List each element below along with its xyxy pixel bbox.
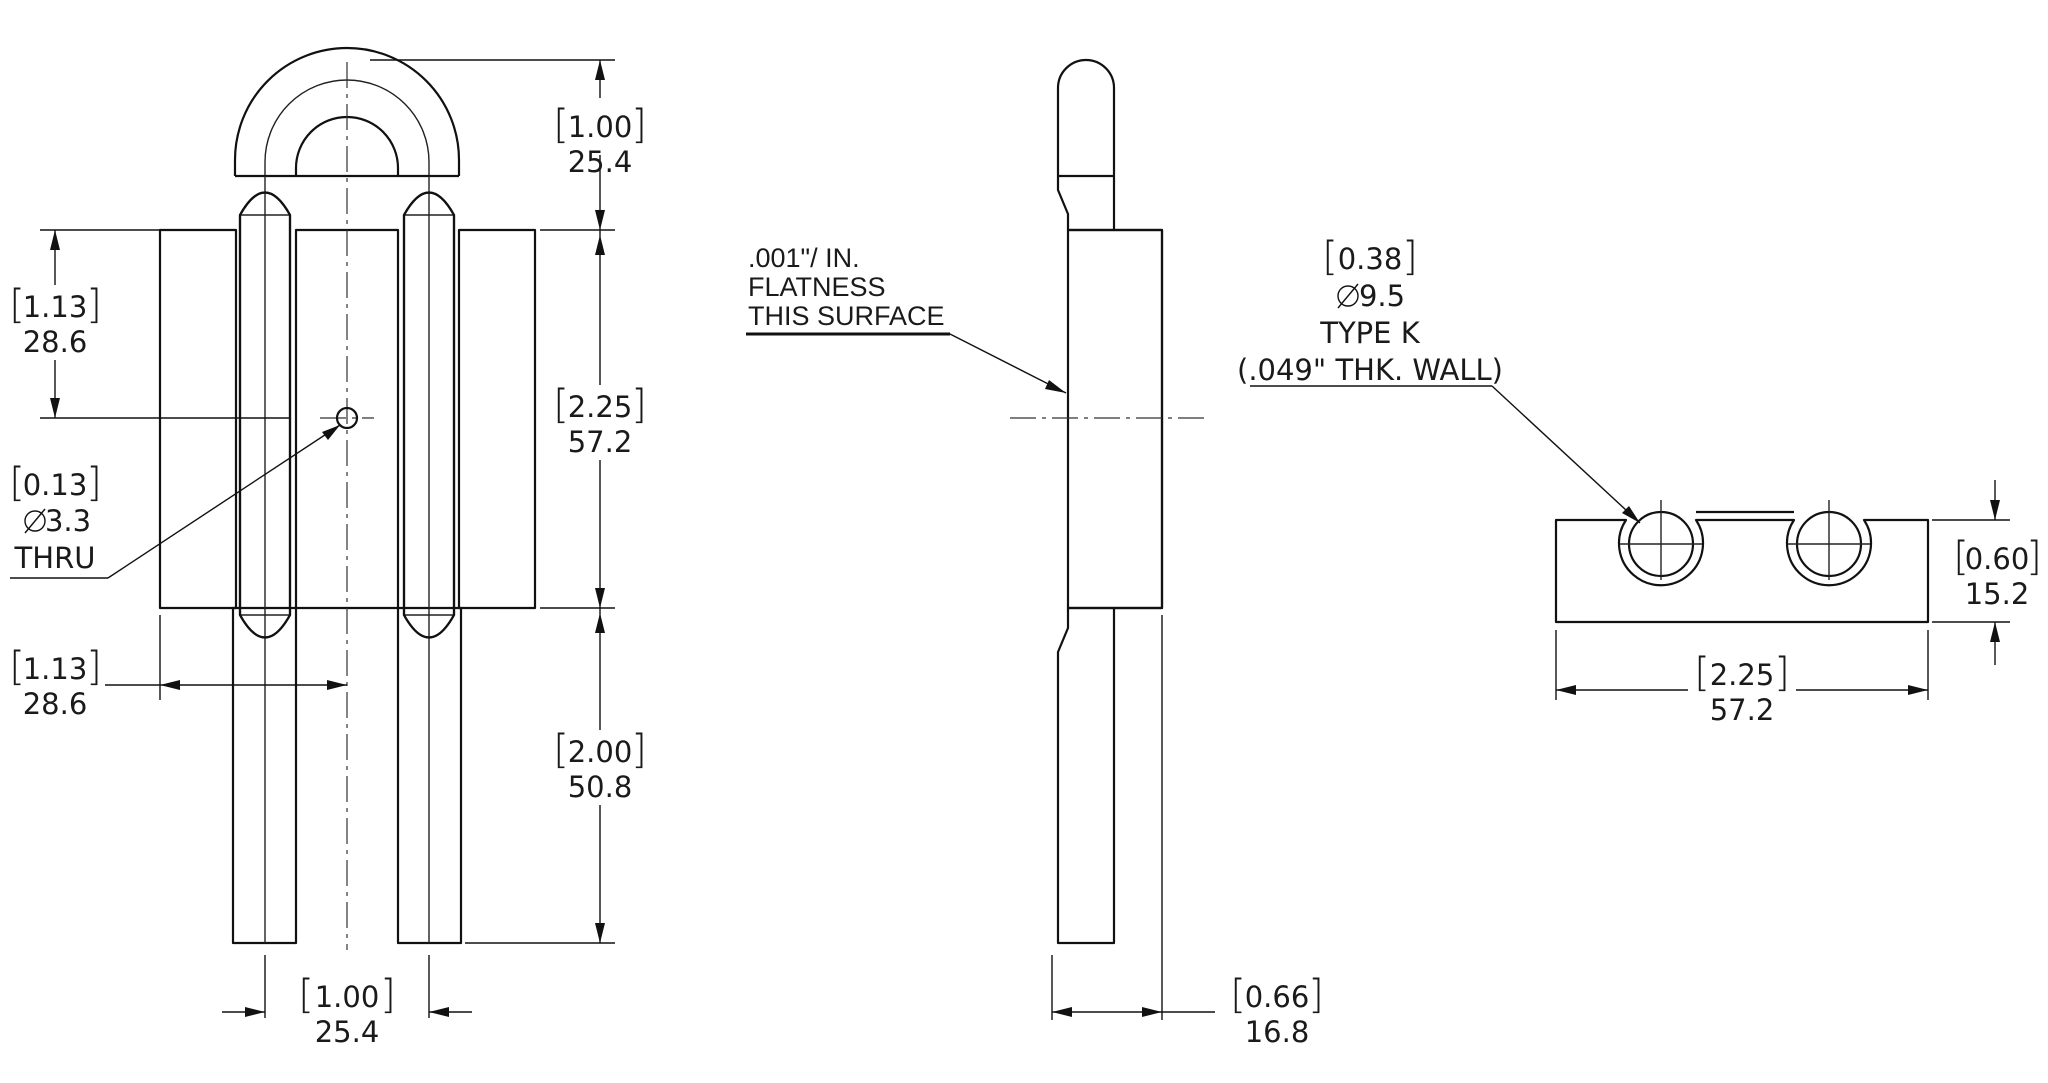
svg-text:]: ] xyxy=(631,382,647,428)
dim-halfwidth-mm: 28.6 xyxy=(23,687,88,721)
tube-dia: 9.5 xyxy=(1359,279,1405,313)
tube-inch: 0.38 xyxy=(1338,242,1403,276)
svg-text:[: [ xyxy=(1322,234,1338,280)
dim-thickness-inch: 0.66 xyxy=(1245,980,1310,1014)
front-view xyxy=(158,46,537,950)
dim-endheight-mm: 15.2 xyxy=(1965,577,2030,611)
svg-text:]: ] xyxy=(1774,650,1790,696)
svg-text:[: [ xyxy=(553,102,569,148)
svg-text:[: [ xyxy=(553,382,569,428)
block-left xyxy=(158,228,238,610)
front-dimensions: [ ] 1.00 25.4 [ ] 2.25 57.2 [ ] 2.00 50.… xyxy=(9,59,647,1049)
svg-text:]: ] xyxy=(86,644,102,690)
svg-text:]: ] xyxy=(380,972,396,1018)
flatness-line2: FLATNESS xyxy=(748,272,886,302)
end-block xyxy=(1554,518,1930,624)
svg-text:]: ] xyxy=(2026,534,2042,580)
block-right xyxy=(457,228,537,610)
svg-text:]: ] xyxy=(631,727,647,773)
dim-halfwidth-inch: 1.13 xyxy=(23,652,88,686)
diameter-icon xyxy=(24,508,46,534)
svg-text:]: ] xyxy=(1402,234,1418,280)
svg-text:[: [ xyxy=(553,727,569,773)
flatness-line3: THIS SURFACE xyxy=(748,301,945,331)
dim-top-mm: 25.4 xyxy=(568,145,633,179)
dim-offset-mm: 28.6 xyxy=(23,325,88,359)
tube-diameter-icon xyxy=(1337,283,1359,309)
dim-spacing-inch: 1.00 xyxy=(315,980,380,1014)
dim-endwidth-mm: 57.2 xyxy=(1710,693,1775,727)
svg-text:[: [ xyxy=(9,460,25,506)
svg-text:[: [ xyxy=(1694,650,1710,696)
side-profile xyxy=(1056,176,1164,945)
end-view: [ ] 0.38 9.5 TYPE K (.049" THK. WALL) [ … xyxy=(1237,234,2042,727)
dim-top-inch: 1.00 xyxy=(568,110,633,144)
dim-endheight-inch: 0.60 xyxy=(1965,542,2030,576)
side-tube-top xyxy=(1056,58,1116,176)
tube-type: TYPE K xyxy=(1319,316,1420,350)
hole-inch: 0.13 xyxy=(23,468,88,502)
tube-wall: (.049" THK. WALL) xyxy=(1237,353,1503,387)
dim-endwidth-inch: 2.25 xyxy=(1710,658,1775,692)
svg-text:]: ] xyxy=(86,282,102,328)
side-block xyxy=(1066,228,1164,610)
hole-dia: 3.3 xyxy=(45,504,91,538)
svg-text:]: ] xyxy=(631,102,647,148)
svg-text:[: [ xyxy=(9,282,25,328)
svg-text:[: [ xyxy=(1230,972,1246,1018)
svg-text:[: [ xyxy=(1953,534,1969,580)
dim-leg-inch: 2.00 xyxy=(568,735,633,769)
dim-leg-mm: 50.8 xyxy=(568,770,633,804)
svg-text:[: [ xyxy=(9,644,25,690)
side-view: .001"/ IN. FLATNESS THIS SURFACE [ ] 0.6… xyxy=(746,58,1324,1049)
tube-bend-outer xyxy=(233,46,461,176)
dim-spacing-mm: 25.4 xyxy=(315,1015,380,1049)
dim-offset-inch: 1.13 xyxy=(23,290,88,324)
thru-hole xyxy=(335,406,359,430)
svg-text:]: ] xyxy=(1308,972,1324,1018)
svg-text:[: [ xyxy=(298,972,314,1018)
dim-block-inch: 2.25 xyxy=(568,390,633,424)
flatness-line1: .001"/ IN. xyxy=(748,243,860,273)
hole-note: THRU xyxy=(14,541,96,575)
dim-block-mm: 57.2 xyxy=(568,425,633,459)
dim-thickness-mm: 16.8 xyxy=(1245,1015,1310,1049)
svg-text:]: ] xyxy=(86,460,102,506)
